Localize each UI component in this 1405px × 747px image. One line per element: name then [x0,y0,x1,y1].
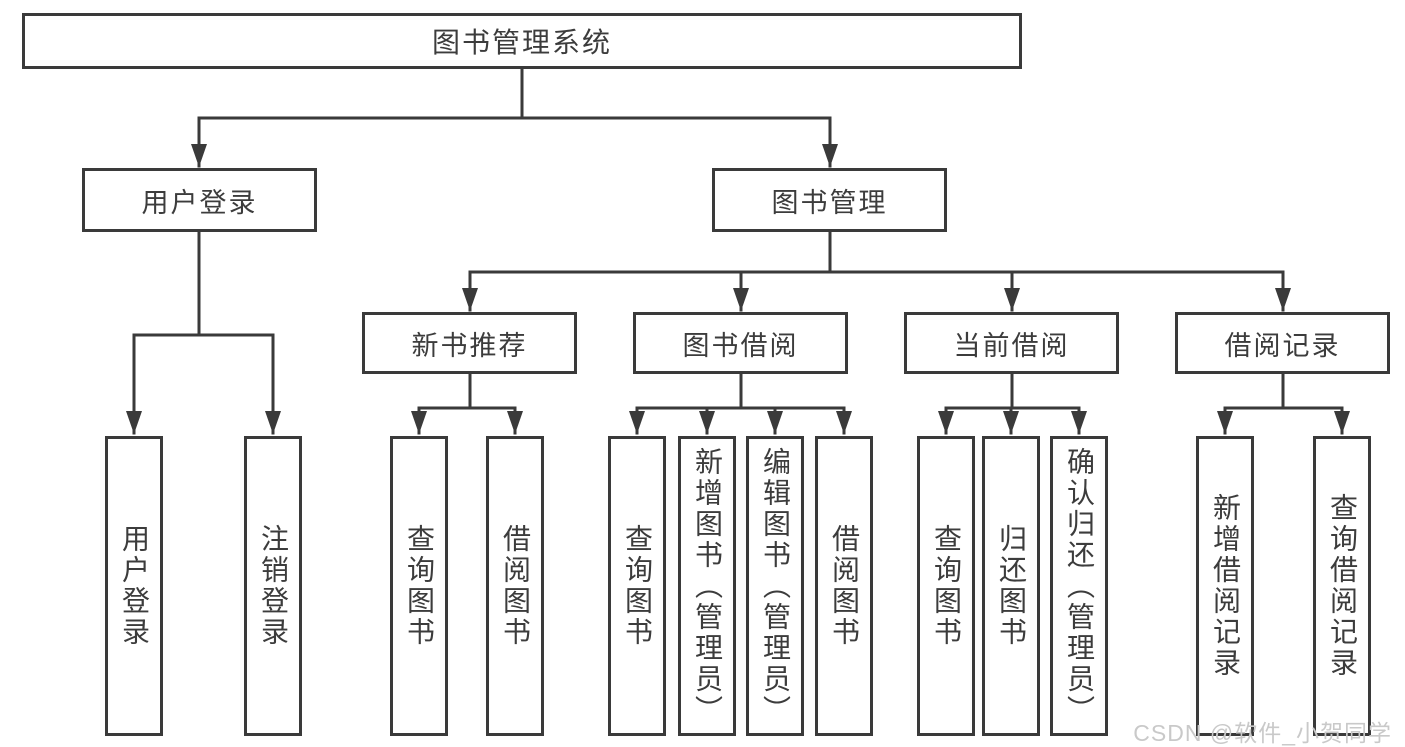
node-book-management: 图书管理 [712,168,947,232]
node-user-login-group: 用户登录 [82,168,317,232]
leaf-logout: 注销登录 [244,436,302,736]
leaf-edit-books-admin: 编辑图书（管理员） [746,436,804,736]
leaf-return-books: 归还图书 [982,436,1040,736]
leaf-query-books-recommend: 查询图书 [390,436,448,736]
node-borrowing-records: 借阅记录 [1175,312,1390,374]
leaf-query-borrow-record: 查询借阅记录 [1313,436,1371,736]
leaf-query-books-borrowing: 查询图书 [608,436,666,736]
node-current-borrowing: 当前借阅 [904,312,1119,374]
leaf-borrow-books-recommend: 借阅图书 [486,436,544,736]
leaf-add-borrow-record: 新增借阅记录 [1196,436,1254,736]
node-new-book-recommend: 新书推荐 [362,312,577,374]
leaf-query-books-current: 查询图书 [917,436,975,736]
leaf-borrow-books: 借阅图书 [815,436,873,736]
node-library-management-system: 图书管理系统 [22,13,1022,69]
node-book-borrowing: 图书借阅 [633,312,848,374]
leaf-user-login: 用户登录 [105,436,163,736]
leaf-confirm-return-admin: 确认归还（管理员） [1050,436,1108,736]
leaf-add-books-admin: 新增图书（管理员） [678,436,736,736]
csdn-watermark: CSDN @软件_小贺同学 [1133,720,1392,746]
